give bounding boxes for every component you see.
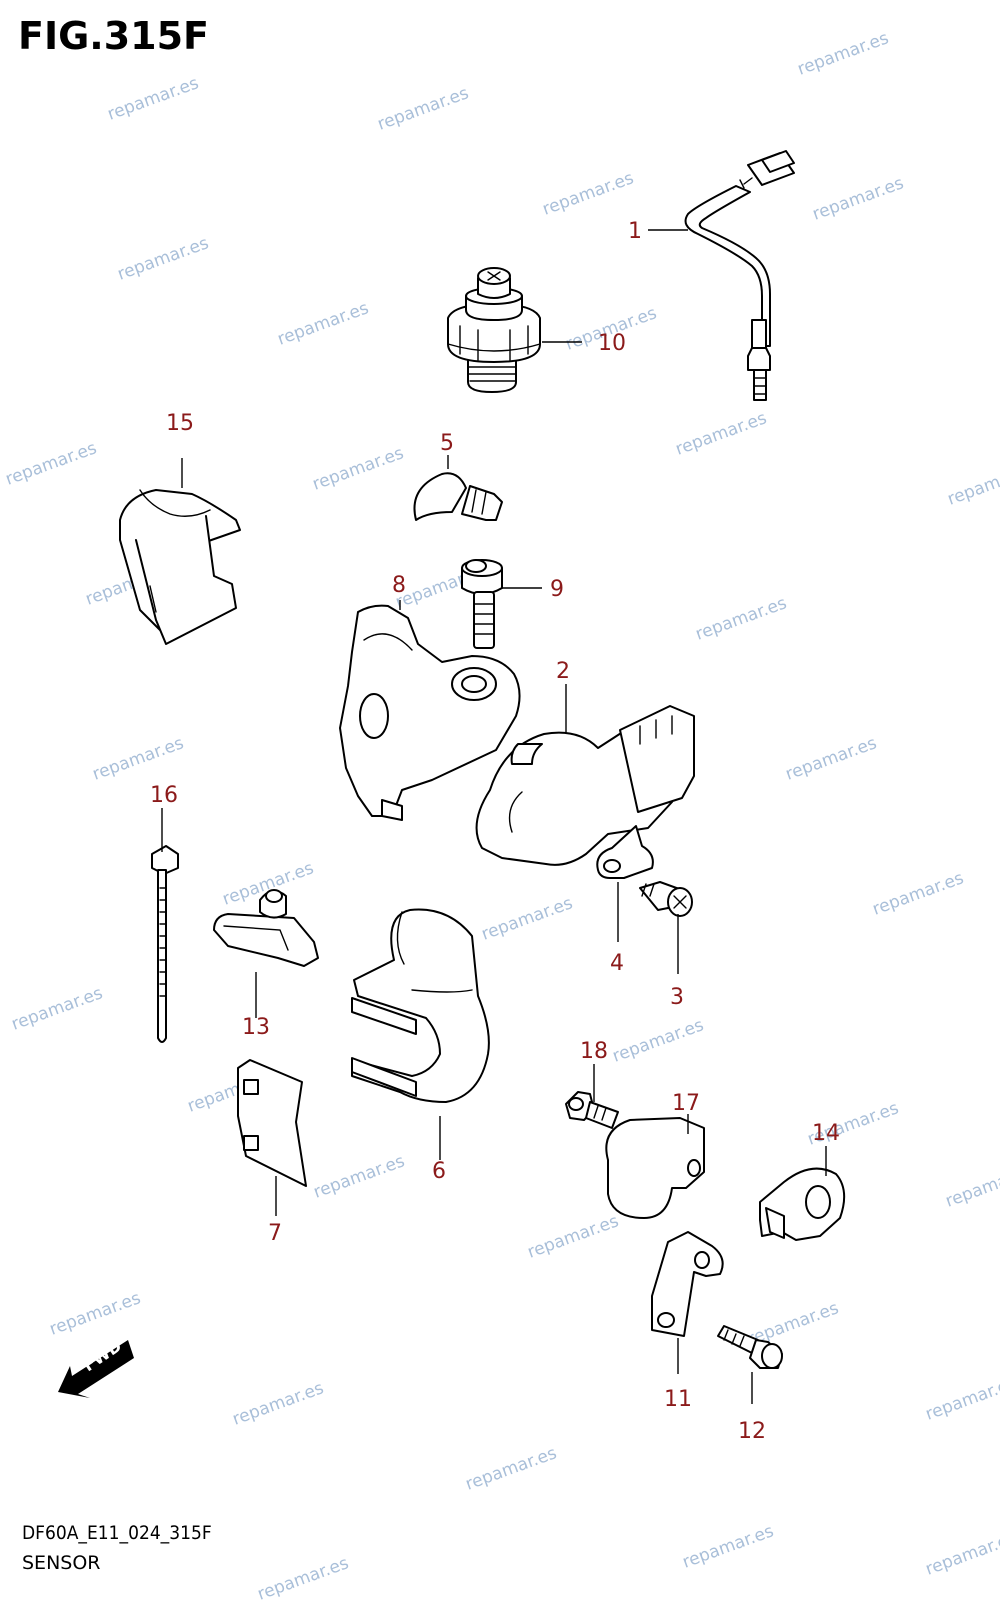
callout-15: 15 [166,411,194,436]
callout-2: 2 [556,659,570,684]
part-14-clip [759,1167,846,1241]
callout-6: 6 [432,1159,446,1184]
part-4-plate [596,825,654,879]
watermark-text: repamar.es [680,1521,777,1572]
watermark-text: repamar.es [673,408,770,459]
figure-name: SENSOR [22,1552,101,1574]
watermark-text: repamar.es [90,733,187,784]
part-9-bolt [461,559,503,649]
figure-title: FIG.315F [18,14,210,58]
watermark-text: repamar.es [3,438,100,489]
callout-18: 18 [580,1039,608,1064]
watermark-text: repamar.es [310,443,407,494]
part-12-bolt [717,1325,783,1369]
watermark-text: repamar.es [810,173,907,224]
watermark-text: repamar.es [9,983,106,1034]
part-1-temperature-sensor [684,150,795,401]
watermark-text: repamar.es [945,458,1000,509]
watermark-text: repamar.es [525,1211,622,1262]
part-18-bolt [565,1091,619,1129]
part-13-clip [213,889,319,967]
watermark-text: repamar.es [479,893,576,944]
watermark-text: repamar.es [783,733,880,784]
watermark-text: repamar.es [610,1015,707,1066]
callout-8: 8 [392,573,406,598]
watermark-text: repamar.es [230,1378,327,1429]
callout-4: 4 [610,951,624,976]
fwd-arrow-icon: FWD [58,1336,134,1398]
watermark-text: repamar.es [923,1528,1000,1579]
part-16-cable-tie [151,845,179,1043]
watermark-text: repamar.es [943,1160,1000,1211]
callout-14: 14 [812,1121,840,1146]
callout-9: 9 [550,577,564,602]
watermark-text: repamar.es [275,298,372,349]
part-6-clamp [351,908,490,1103]
callout-16: 16 [150,783,178,808]
watermark-text: repamar.es [105,73,202,124]
part-7-plate [237,1059,307,1187]
callout-17: 17 [672,1091,700,1116]
watermark-text: repamar.es [255,1553,352,1600]
watermark-text: repamar.es [115,233,212,284]
part-10-pressure-switch [447,267,541,393]
watermark-text: repamar.es [540,168,637,219]
callout-12: 12 [738,1419,766,1444]
part-15-holder [119,489,241,645]
callout-1: 1 [628,219,642,244]
callout-5: 5 [440,431,454,456]
watermark-text: repamar.es [375,83,472,134]
part-8-sensor-bracket [339,604,521,821]
watermark-text: repamar.es [311,1151,408,1202]
watermark-text: repamar.es [693,593,790,644]
leader-lines [161,229,827,1404]
figure-code: DF60A_E11_024_315F [22,1522,212,1544]
watermark-text: repamar.es [923,1373,1000,1424]
callout-3: 3 [670,985,684,1010]
callout-11: 11 [664,1387,692,1412]
watermark-text: repamar.es [47,1288,144,1339]
part-3-screw [639,881,693,917]
watermark-text: repamar.es [463,1443,560,1494]
callout-7: 7 [268,1221,282,1246]
part-2-sensor [475,705,695,866]
callout-layer: 1 2 3 4 5 6 7 8 9 10 11 12 13 14 15 16 1… [150,219,840,1444]
part-17-clamp [605,1117,705,1219]
watermark-text: repamar.es [870,868,967,919]
callout-10: 10 [598,331,626,356]
part-5-cap [413,472,503,521]
watermark-text: repamar.es [795,28,892,79]
part-11-bracket [651,1231,724,1337]
callout-13: 13 [242,1015,270,1040]
